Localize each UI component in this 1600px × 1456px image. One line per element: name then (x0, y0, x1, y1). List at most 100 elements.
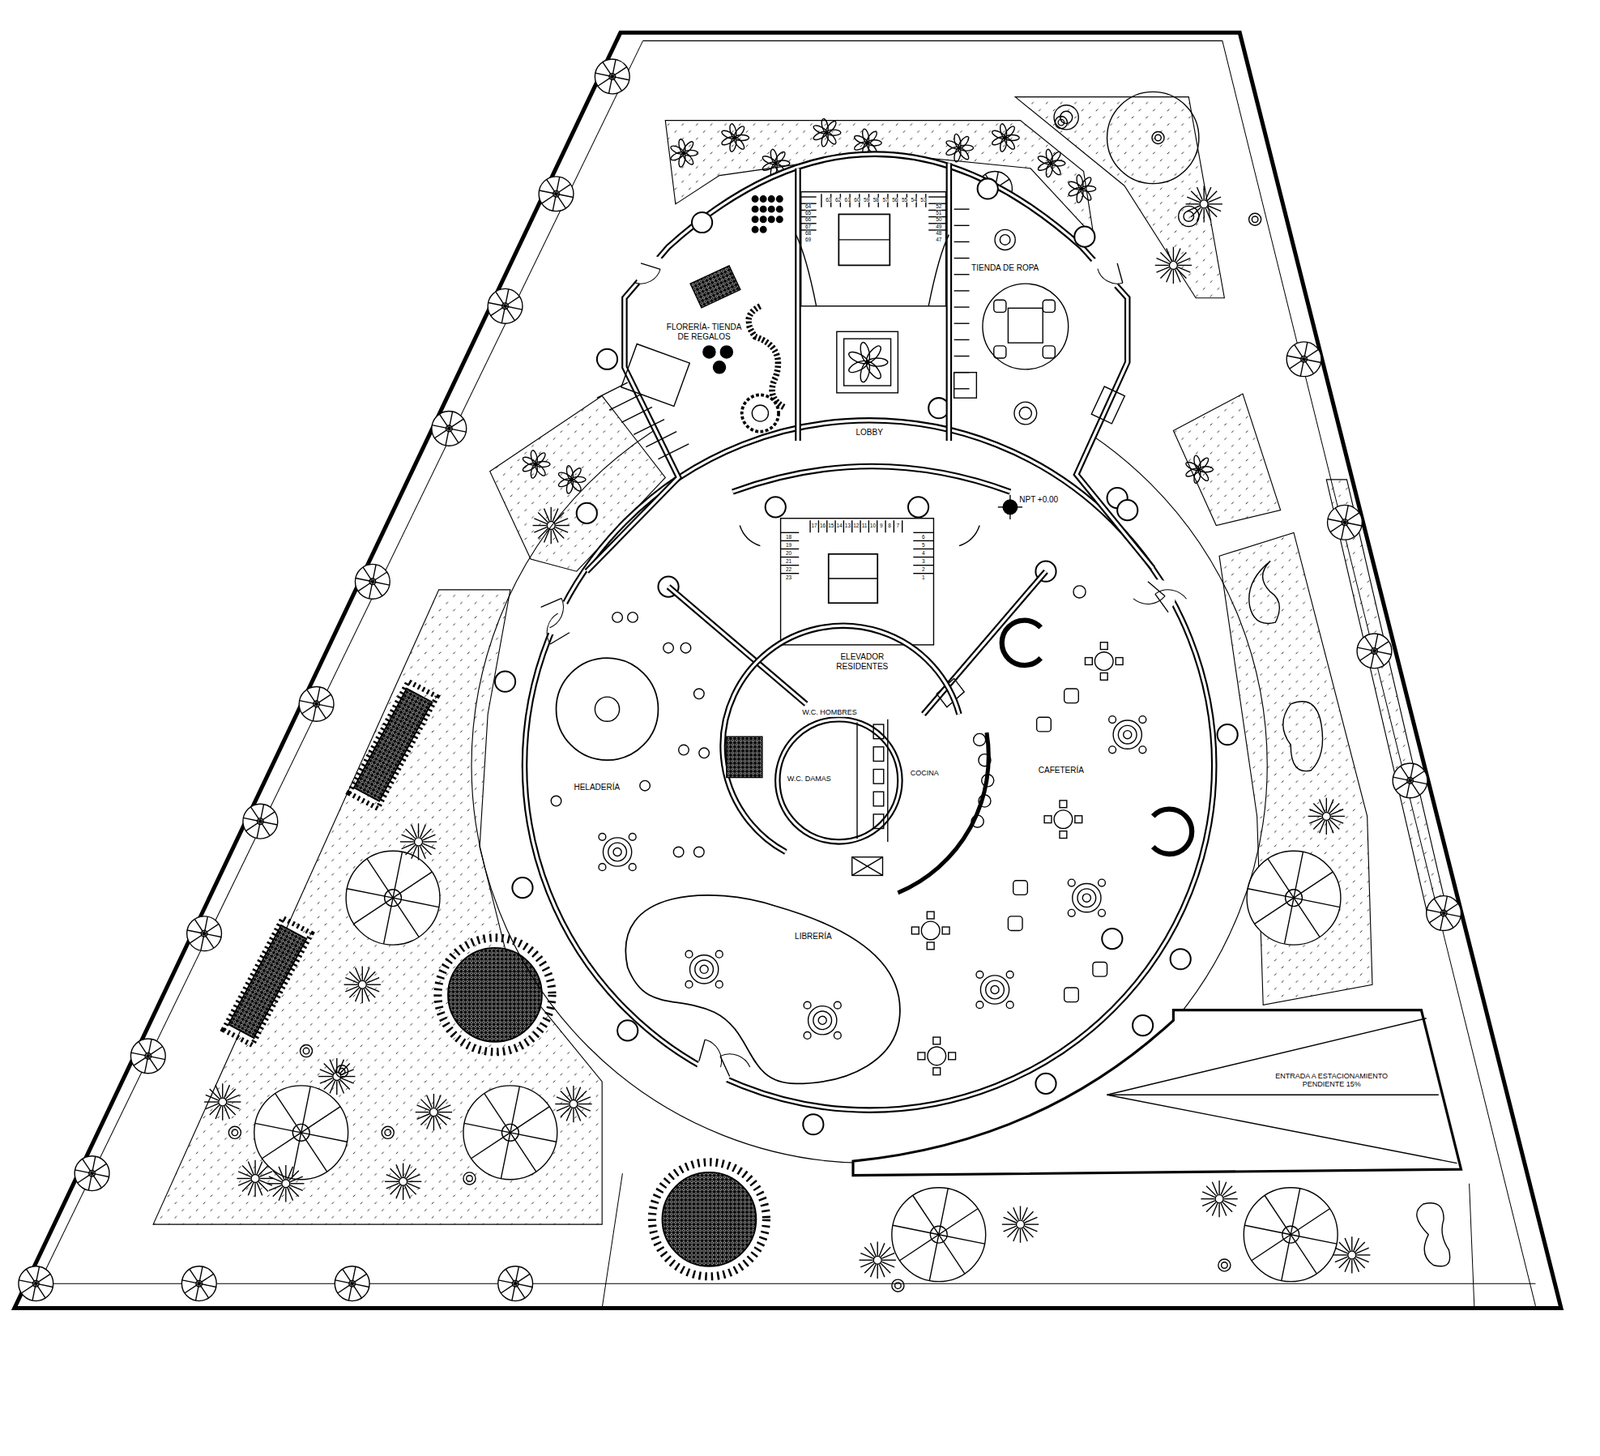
chair-symbol (1109, 746, 1117, 754)
plant-leaf (812, 123, 828, 136)
flower-stand (742, 394, 779, 431)
stair-tread (913, 540, 934, 542)
table-ring (602, 837, 632, 867)
plant-leaf (1067, 179, 1084, 192)
sidewalk-line (41, 40, 1536, 1306)
plant-leaf (1036, 154, 1053, 167)
shrub-leaf (572, 1108, 574, 1123)
stair-number: 54 (911, 197, 918, 204)
cafe-table (921, 921, 940, 940)
plant-leaf (1049, 149, 1063, 165)
door-swing (795, 234, 949, 307)
shrub-leaf (362, 966, 363, 981)
shrub-leaf (1024, 1216, 1038, 1223)
stair-number: 14 (836, 522, 842, 529)
room-name: HELADERÍA (571, 783, 622, 794)
fence-line (609, 394, 640, 410)
tree-trunk (609, 73, 616, 81)
chair-symbol (1042, 299, 1055, 312)
street-tree (181, 1266, 217, 1302)
stool (999, 234, 1011, 246)
small-shrub (895, 1282, 902, 1289)
table-center (613, 847, 622, 856)
chair-symbol (933, 1036, 941, 1045)
shrub-leaf (877, 1241, 879, 1256)
tree-branch (392, 897, 419, 937)
toilet-stall (873, 814, 884, 829)
tree-trunk (384, 889, 402, 907)
shrub-leaf (860, 1261, 874, 1268)
stair-number: 57 (882, 197, 888, 204)
shrub-leaf (550, 529, 552, 544)
door-swing (720, 1053, 751, 1067)
shrub-leaf (362, 989, 363, 1003)
pond-shape (1416, 1203, 1451, 1267)
shrub-leaf (1196, 187, 1203, 201)
shrub-leaf (550, 507, 552, 521)
tree-trunk (196, 1280, 203, 1287)
stair-number: 13 (844, 522, 851, 529)
door-leaf (699, 1039, 705, 1062)
shrub-leaf (407, 1174, 421, 1181)
stool (694, 846, 705, 858)
plant-pot (776, 216, 784, 223)
shrub-center (569, 1100, 578, 1109)
tree-trunk (89, 1169, 96, 1177)
shrub-leaf (401, 843, 415, 850)
shrub-leaf (226, 1100, 241, 1102)
tree-trunk (1440, 909, 1447, 917)
elevator-car (828, 554, 878, 603)
stair-tread (884, 520, 886, 533)
tree-branch (938, 1234, 965, 1274)
tree-branch (366, 858, 393, 898)
shrub-leaf (287, 1187, 294, 1201)
shrub-leaf (1173, 269, 1174, 284)
shrub-center (429, 1108, 438, 1117)
stool (978, 754, 991, 767)
chair-symbol (1006, 970, 1014, 978)
armchair (1092, 962, 1108, 978)
tree-branch (275, 1093, 302, 1133)
cafe-table (1094, 652, 1114, 671)
stair-number: 15 (827, 522, 834, 529)
stool (978, 794, 991, 807)
stair-number: 50 (935, 217, 942, 223)
shrub-leaf (438, 1105, 452, 1111)
shrub-leaf (533, 527, 547, 534)
shaft-line (852, 857, 884, 876)
column (1035, 1073, 1056, 1094)
shrub-leaf (411, 824, 418, 838)
stair-number: 63 (825, 197, 832, 204)
stair-number: 5 (921, 541, 926, 548)
shrub-leaf (1326, 820, 1327, 835)
door-swing (1097, 268, 1123, 285)
armchair (1036, 716, 1052, 732)
chair-symbol (926, 942, 935, 950)
round-planter (1060, 110, 1073, 124)
chair-symbol (1084, 657, 1093, 666)
small-shrub (1152, 131, 1165, 144)
plant-leaf (1002, 124, 1017, 140)
table-ring (808, 1006, 837, 1035)
shrub-center (873, 1255, 882, 1264)
plant-leaf (721, 128, 737, 141)
small-shrub (384, 1129, 392, 1136)
tree-branch (1264, 1195, 1291, 1235)
hedge-ring (652, 1161, 767, 1276)
street-tree (1426, 896, 1462, 931)
chair-symbol (917, 1052, 926, 1060)
room-name: CAFETERÍA (1036, 765, 1086, 776)
plant-leaf (953, 147, 963, 163)
planting-area (1326, 479, 1449, 918)
shrub-leaf (555, 518, 569, 525)
shrub-leaf (205, 1103, 219, 1110)
shrub-leaf (407, 1181, 422, 1182)
door-swing (1133, 596, 1165, 605)
chair-symbol (1042, 345, 1055, 359)
chair-symbol (942, 926, 950, 935)
stair-number: 20 (785, 550, 792, 556)
shop-name: TIENDA DE ROPA (969, 264, 1041, 274)
tree-branch (1290, 1234, 1317, 1274)
chair-symbol (685, 950, 693, 958)
plant-leaf (990, 128, 1007, 141)
